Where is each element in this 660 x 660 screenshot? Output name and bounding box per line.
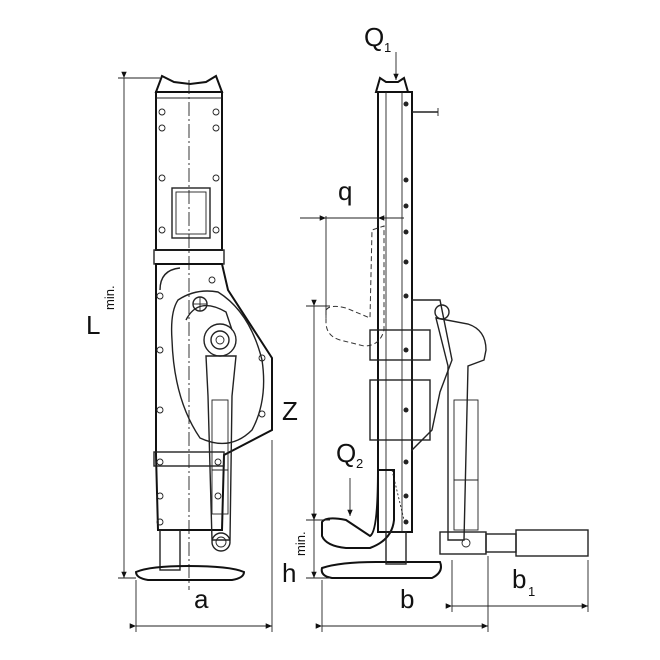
h-min-subscript: min. [293,531,308,556]
side-view [320,76,589,579]
q2-label: Q [336,438,356,468]
l-min-subscript: min. [102,285,117,310]
front-upper-bolts [158,108,220,234]
side-rack [377,91,413,533]
labels: Q 1 q L min. Z Q 2 h min. a b b 1 [86,22,535,614]
side-crank-arm [435,317,487,541]
front-lever-knob [211,532,231,552]
b1-label: b [512,564,526,594]
side-crank-housing [411,299,453,452]
q-label: q [338,176,352,206]
front-lower-body [155,263,273,531]
q1-label: Q [364,22,384,52]
z-label: Z [282,396,298,426]
side-raised-toe [325,225,385,347]
dimensions [118,52,589,632]
b1-subscript: 1 [528,584,535,599]
side-head [374,76,410,93]
front-foot-plate [134,564,246,581]
front-side-bolts [156,276,266,526]
front-foot-post [159,529,181,571]
h-min-label: h [282,558,296,588]
q2-subscript: 2 [356,456,363,471]
front-lower-band [153,451,225,467]
l-min-label: L [86,310,100,340]
side-gearbox [369,329,431,361]
side-rack-bolts [403,101,409,525]
front-gear-housing [170,290,265,445]
front-view [134,74,273,590]
q1-subscript: 1 [384,40,391,55]
side-crank-handle [439,531,487,555]
side-base-plate [320,561,442,579]
front-nameplate [171,187,211,239]
front-head-claw [154,74,224,93]
a-label: a [194,584,209,614]
side-toe-claw [321,469,395,549]
b-label: b [400,584,414,614]
side-crank-grip [515,529,589,557]
front-crank-lever [205,355,237,541]
